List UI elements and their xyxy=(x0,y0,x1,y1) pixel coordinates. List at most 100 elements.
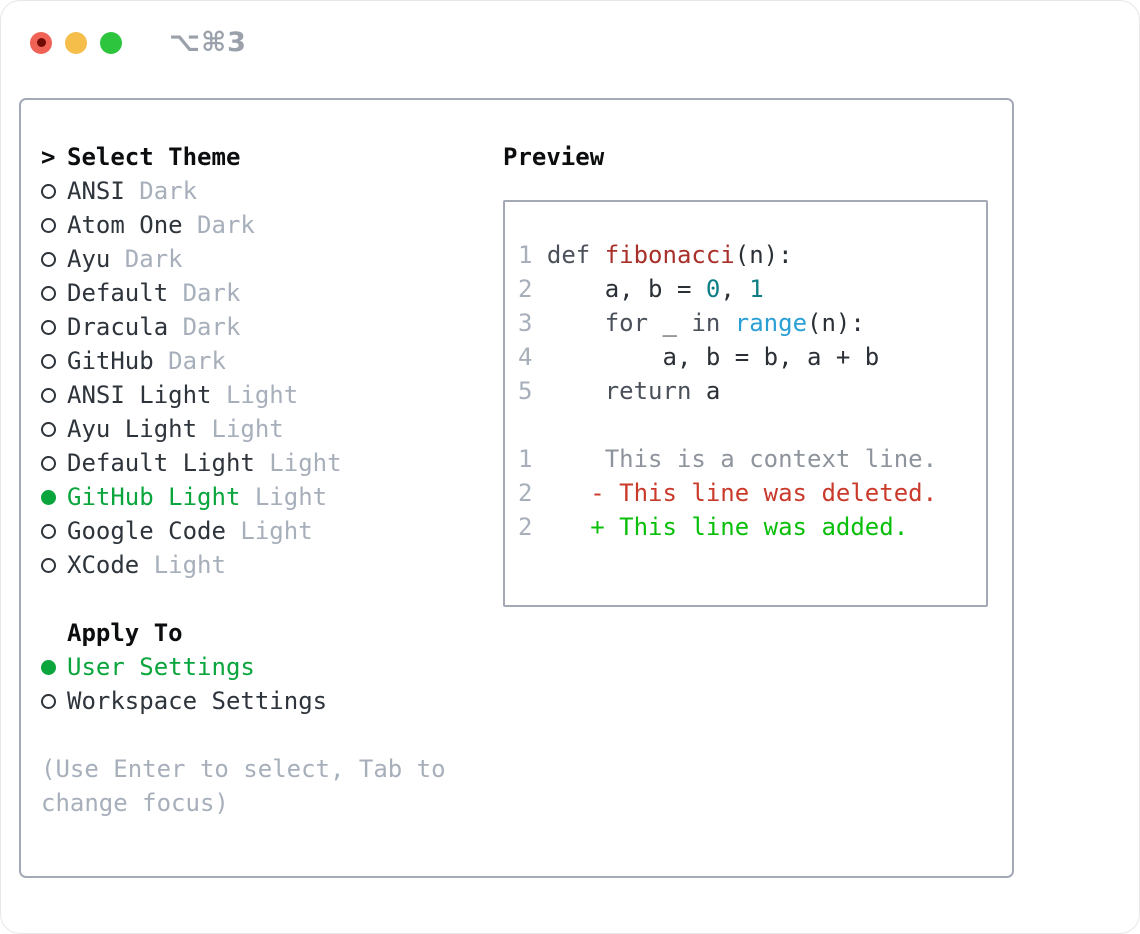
code-segment-add: + This line was added. xyxy=(546,513,909,541)
marker-cell xyxy=(41,523,67,539)
code-segment-pl: (n): xyxy=(807,309,865,337)
marker-cell xyxy=(41,183,67,199)
marker-cell xyxy=(41,557,67,573)
theme-variant-label: Light xyxy=(197,415,284,443)
option-label: Workspace Settings xyxy=(67,687,328,715)
marker-cell xyxy=(41,455,67,471)
radio-selected-icon xyxy=(41,489,56,505)
theme-option-row[interactable]: Default Light Light xyxy=(41,446,485,480)
marker-cell xyxy=(41,251,67,267)
code-segment-bi: range xyxy=(734,309,808,337)
marker-cell xyxy=(41,353,67,369)
code-line: 1 This is a context line. xyxy=(518,442,978,476)
theme-option-row[interactable]: Default Dark xyxy=(41,276,485,310)
zoom-button[interactable] xyxy=(100,31,122,54)
unsaved-changes-dot-icon xyxy=(36,38,46,47)
line-number: 3 xyxy=(518,309,547,337)
apply-to-title: Apply To xyxy=(67,619,183,647)
code-segment-pl xyxy=(720,309,734,337)
option-label: XCode xyxy=(67,551,140,579)
marker-cell xyxy=(41,217,67,233)
theme-option-row[interactable]: Dracula Dark xyxy=(41,310,485,344)
code-segment-kw: for xyxy=(604,309,649,337)
line-number: 2 xyxy=(518,275,547,303)
marker-cell xyxy=(41,693,67,709)
theme-option-row[interactable]: Ayu Light Light xyxy=(41,412,485,446)
option-label: Ayu xyxy=(67,245,111,273)
theme-variant-label: Light xyxy=(240,483,328,511)
marker-cell xyxy=(41,319,67,335)
theme-option-row[interactable]: Atom One Dark xyxy=(41,208,485,242)
marker-cell xyxy=(41,285,67,301)
marker-cell xyxy=(41,489,67,505)
code-line: 2 + This line was added. xyxy=(518,510,978,544)
code-segment-pl xyxy=(547,309,605,337)
theme-option-row[interactable]: GitHub Dark xyxy=(41,344,485,378)
preview-title: Preview xyxy=(503,143,605,171)
close-button[interactable] xyxy=(30,31,52,54)
theme-variant-label: Dark xyxy=(168,313,241,341)
theme-variant-label: Light xyxy=(211,381,299,409)
radio-icon xyxy=(41,693,56,709)
code-segment-pl xyxy=(547,377,605,405)
spacer xyxy=(41,582,485,616)
code-line: 2 - This line was deleted. xyxy=(518,476,978,510)
preview-header-row: Preview xyxy=(503,140,988,174)
theme-option-row[interactable]: Ayu Dark xyxy=(41,242,485,276)
option-label: Atom One xyxy=(67,211,183,239)
code-segment-pl: _ xyxy=(648,309,692,337)
radio-icon xyxy=(41,421,56,437)
code-segment-num: 1 xyxy=(749,275,764,303)
code-line xyxy=(518,408,978,442)
radio-icon xyxy=(41,387,56,403)
radio-icon xyxy=(41,217,56,233)
option-label: GitHub Light xyxy=(67,483,241,511)
apply-to-header-row: Apply To xyxy=(41,616,485,650)
theme-option-row[interactable]: XCode Light xyxy=(41,548,485,582)
option-label: ANSI xyxy=(67,177,125,205)
radio-icon xyxy=(41,353,56,369)
code-segment-pl: a xyxy=(691,377,721,405)
code-segment-fn: fibonacci xyxy=(604,241,735,269)
apply-to-option-row[interactable]: User Settings xyxy=(41,650,485,684)
code-segment-ctx: This is a context line. xyxy=(546,445,938,473)
marker-cell xyxy=(41,421,67,437)
marker-cell xyxy=(41,659,67,675)
code-line: 2 a, b = 0, 1 xyxy=(518,272,978,306)
option-label: Dracula xyxy=(67,313,169,341)
option-label: ANSI Light xyxy=(67,381,212,409)
theme-variant-label: Light xyxy=(225,517,313,545)
code-segment-pl: a, b = b, a + b xyxy=(546,343,880,371)
code-segment-del: - This line was deleted. xyxy=(546,479,938,507)
select-theme-title: Select Theme xyxy=(67,143,241,171)
theme-variant-label: Dark xyxy=(168,279,241,307)
help-text: (Use Enter to select, Tab to change focu… xyxy=(41,755,446,817)
theme-variant-label: Dark xyxy=(110,245,183,273)
theme-option-row[interactable]: GitHub Light Light xyxy=(41,480,485,514)
marker-cell xyxy=(41,387,67,403)
line-number: 2 xyxy=(518,479,547,507)
minimize-button[interactable] xyxy=(65,31,87,54)
line-number: 1 xyxy=(518,445,547,473)
code-segment-pl: a, b = xyxy=(604,275,706,303)
option-label: Default Light xyxy=(67,449,255,477)
theme-variant-label: Light xyxy=(254,449,342,477)
theme-option-row[interactable]: ANSI Light Light xyxy=(41,378,485,412)
theme-variant-label: Light xyxy=(139,551,226,579)
apply-to-option-row[interactable]: Workspace Settings xyxy=(41,684,485,718)
option-label: Google Code xyxy=(67,517,226,545)
code-line: 5 return a xyxy=(518,374,978,408)
theme-option-row[interactable]: Google Code Light xyxy=(41,514,485,548)
radio-icon xyxy=(41,285,56,301)
radio-selected-icon xyxy=(41,659,56,675)
radio-icon xyxy=(41,455,56,471)
line-number: 4 xyxy=(518,343,547,371)
line-number: 2 xyxy=(518,513,547,541)
select-theme-header-row: > Select Theme xyxy=(41,140,485,174)
code-segment-pl: , xyxy=(720,275,750,303)
theme-option-row[interactable]: ANSI Dark xyxy=(41,174,485,208)
